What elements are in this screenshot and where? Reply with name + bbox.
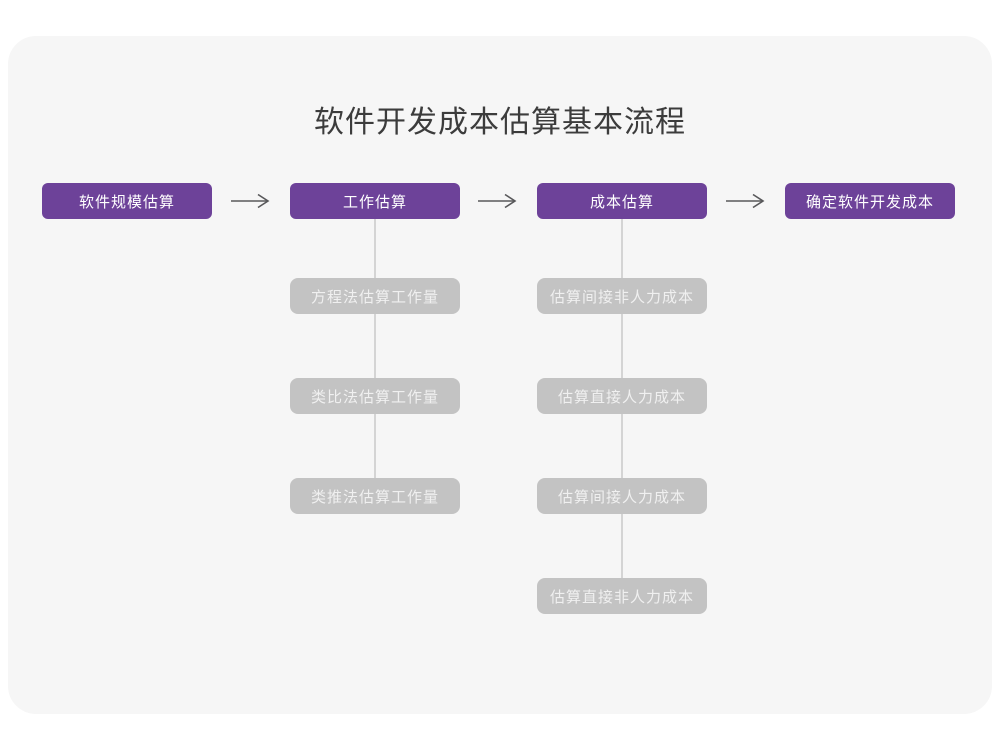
subnode-equation-method-workload: 方程法估算工作量 <box>290 278 460 314</box>
subnode-direct-nonlabor-cost: 估算直接非人力成本 <box>537 578 707 614</box>
stage-label: 工作估算 <box>342 193 407 211</box>
right-arrow-icon <box>231 193 270 209</box>
stage-node-software-scale-estimation: 软件规模估算 <box>42 183 212 219</box>
stage-label: 确定软件开发成本 <box>805 193 934 211</box>
subnode-comparison-method-workload: 类比法估算工作量 <box>290 378 460 414</box>
subnode-label: 方程法估算工作量 <box>310 288 439 306</box>
stage-node-work-estimation: 工作估算 <box>290 183 460 219</box>
subnode-label: 估算直接人力成本 <box>557 388 686 406</box>
subnode-indirect-nonlabor-cost: 估算间接非人力成本 <box>537 278 707 314</box>
right-arrow-icon <box>478 193 517 209</box>
stage-label: 成本估算 <box>589 193 654 211</box>
connector-line-work-estimation <box>374 219 376 497</box>
stage-node-determine-development-cost: 确定软件开发成本 <box>785 183 955 219</box>
subnode-label: 估算间接人力成本 <box>557 488 686 506</box>
stage-label: 软件规模估算 <box>78 193 175 211</box>
subnode-label: 类推法估算工作量 <box>310 488 439 506</box>
diagram-title: 软件开发成本估算基本流程 <box>314 106 686 139</box>
subnode-label: 类比法估算工作量 <box>310 388 439 406</box>
subnode-label: 估算直接非人力成本 <box>549 588 694 606</box>
subnode-analogy-method-workload: 类推法估算工作量 <box>290 478 460 514</box>
stage-node-cost-estimation: 成本估算 <box>537 183 707 219</box>
right-arrow-icon <box>726 193 765 209</box>
subnode-label: 估算间接非人力成本 <box>549 288 694 306</box>
diagram-card <box>8 36 992 714</box>
subnode-indirect-labor-cost: 估算间接人力成本 <box>537 478 707 514</box>
subnode-direct-labor-cost: 估算直接人力成本 <box>537 378 707 414</box>
